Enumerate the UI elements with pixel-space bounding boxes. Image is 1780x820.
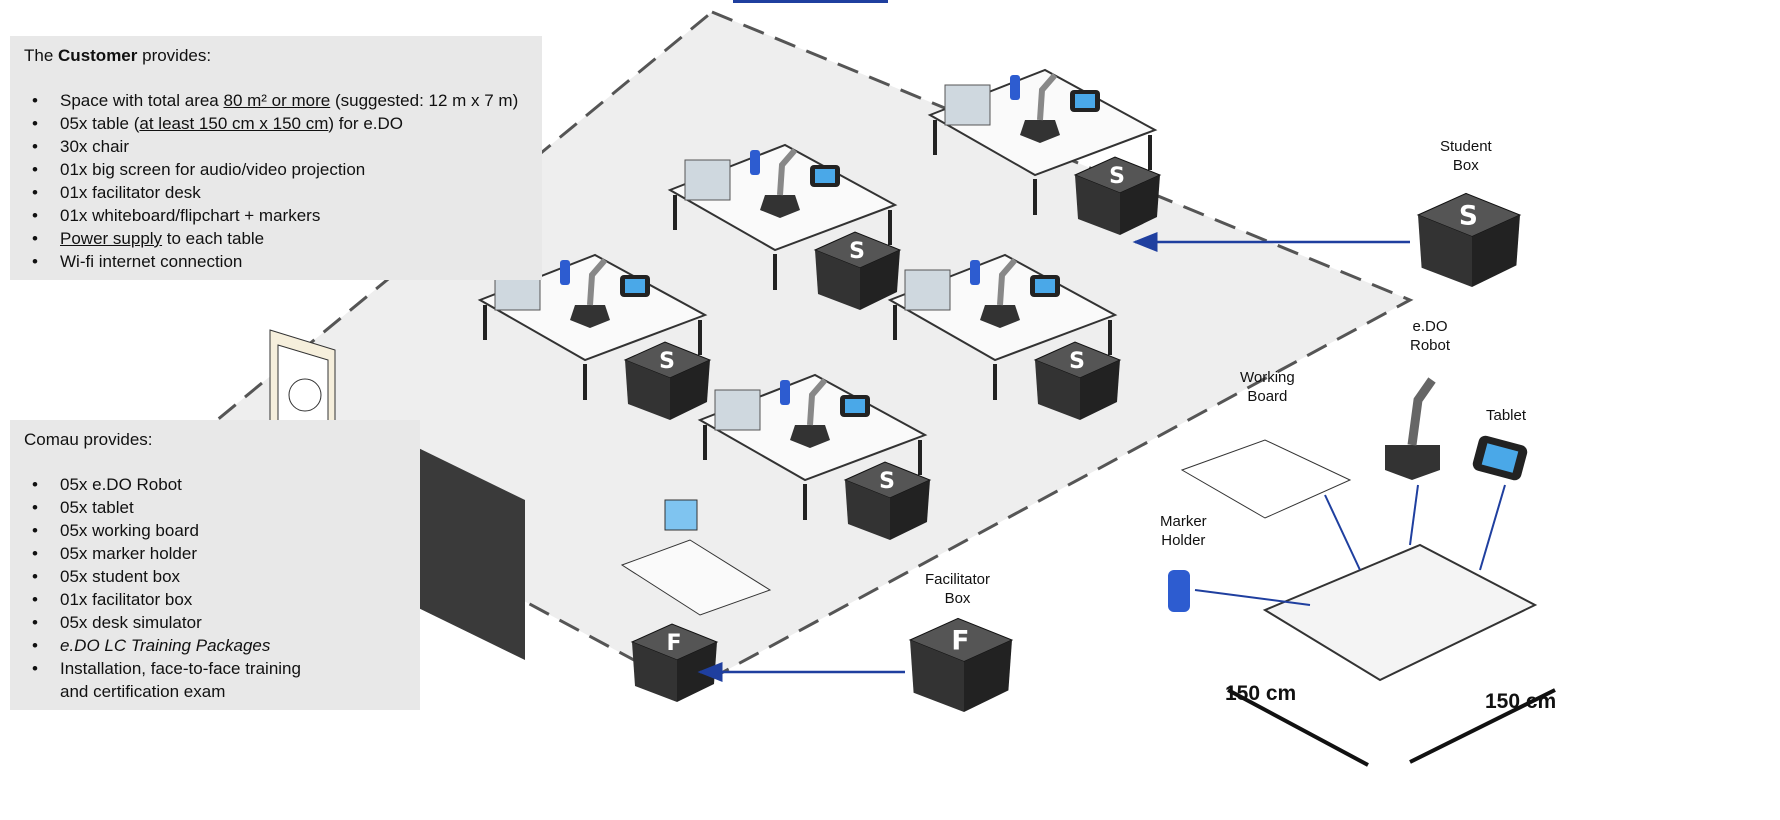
comau-item: 05x marker holder	[32, 542, 406, 565]
svg-text:S: S	[879, 469, 895, 494]
svg-text:S: S	[849, 239, 865, 264]
detail-table	[1168, 377, 1556, 767]
storage-box: S	[1033, 341, 1122, 420]
storage-box: S	[623, 341, 712, 420]
customer-item: 30x chair	[32, 135, 528, 158]
customer-item: 05x table (at least 150 cm x 150 cm) for…	[32, 112, 528, 135]
dimension-label-width: 150 cm	[1225, 682, 1297, 705]
student-table	[887, 253, 1118, 400]
svg-text:F: F	[951, 626, 969, 657]
student-table	[667, 143, 898, 290]
customer-item: 01x facilitator desk	[32, 181, 528, 204]
tablet-label: Tablet	[1486, 407, 1527, 424]
edo-robot-base	[1385, 445, 1440, 480]
svg-text:S: S	[1459, 201, 1478, 232]
comau-item: 05x student box	[32, 565, 406, 588]
student-table	[927, 68, 1158, 215]
comau-provides-panel: Comau provides: 05x e.DO Robot05x tablet…	[10, 420, 420, 710]
svg-text:F: F	[666, 631, 681, 656]
customer-provides-panel: The Customer provides: Space with total …	[10, 36, 542, 280]
storage-box: S	[1073, 156, 1162, 235]
comau-heading: Comau provides:	[24, 430, 153, 449]
student-table	[477, 253, 708, 400]
top-bar	[733, 0, 888, 3]
marker-holder	[1168, 570, 1190, 612]
customer-item: 01x big screen for audio/video projectio…	[32, 158, 528, 181]
storage-box: S	[1416, 192, 1522, 287]
comau-item: 05x e.DO Robot	[32, 473, 406, 496]
svg-text:S: S	[659, 349, 675, 374]
comau-item: 05x tablet	[32, 496, 406, 519]
working-board	[1180, 439, 1352, 519]
student-table	[697, 373, 928, 520]
storage-box: F	[908, 617, 1014, 712]
storage-box: S	[813, 231, 902, 310]
comau-item: 05x working board	[32, 519, 406, 542]
customer-item: Space with total area 80 m² or more (sug…	[32, 89, 528, 112]
svg-text:S: S	[1069, 349, 1085, 374]
facilitator-desk	[620, 499, 772, 616]
edo-robot	[1407, 377, 1436, 446]
comau-item: e.DO LC Training Packages	[32, 634, 406, 657]
comau-item: 05x desk simulator	[32, 611, 406, 634]
dimension-label-depth: 150 cm	[1485, 690, 1557, 713]
customer-item: Wi-fi internet connection	[32, 250, 528, 273]
comau-item: 01x facilitator box	[32, 588, 406, 611]
storage-box: F	[630, 623, 719, 702]
big-screen	[402, 440, 525, 660]
storage-box: S	[843, 461, 932, 540]
customer-item: 01x whiteboard/flipchart + markers	[32, 204, 528, 227]
customer-heading: The Customer provides:	[24, 46, 212, 65]
svg-text:S: S	[1109, 164, 1125, 189]
customer-item: Power supply to each table	[32, 227, 528, 250]
